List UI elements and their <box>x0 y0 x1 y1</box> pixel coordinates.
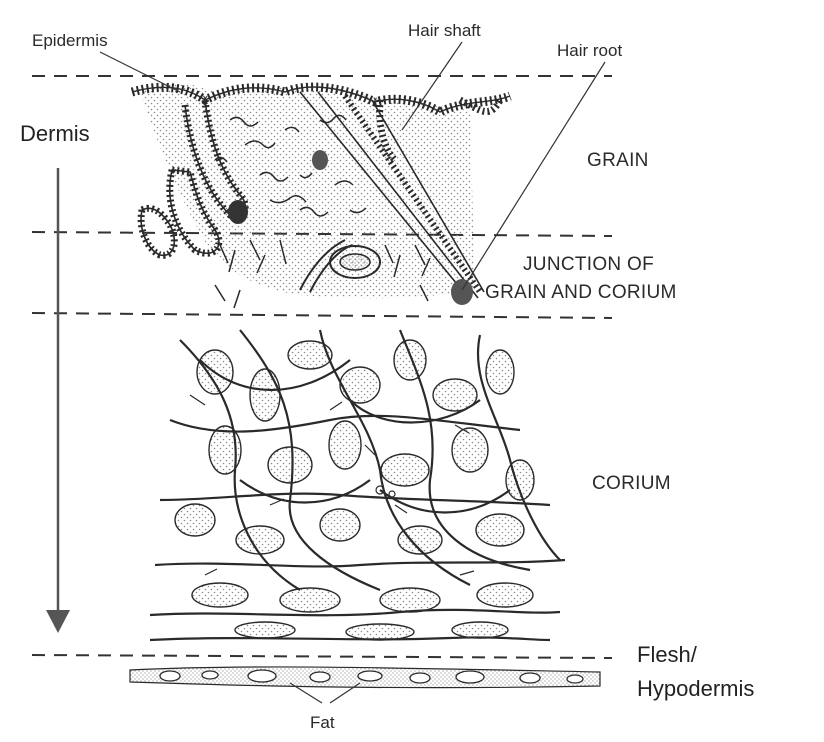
label-grain: GRAIN <box>587 150 649 171</box>
label-epidermis: Epidermis <box>32 31 108 50</box>
fat-layer-illustration <box>130 667 600 688</box>
label-corium: CORIUM <box>592 473 671 494</box>
label-dermis: Dermis <box>20 121 90 146</box>
label-flesh: Flesh/ <box>637 642 698 667</box>
label-hair-shaft: Hair shaft <box>408 21 481 40</box>
boundary-junction-corium <box>32 313 612 318</box>
epidermis-leader <box>100 52 180 92</box>
label-junction-line1: JUNCTION OF <box>523 254 654 275</box>
label-hypodermis: Hypodermis <box>637 676 754 701</box>
dermis-arrow <box>46 168 70 633</box>
boundary-flesh <box>32 655 612 658</box>
hair-root-bulb <box>451 279 473 305</box>
label-fat: Fat <box>310 713 335 732</box>
label-hair-root: Hair root <box>557 41 622 60</box>
corium-illustration <box>145 322 570 648</box>
label-junction-line2: GRAIN AND CORIUM <box>485 282 677 303</box>
